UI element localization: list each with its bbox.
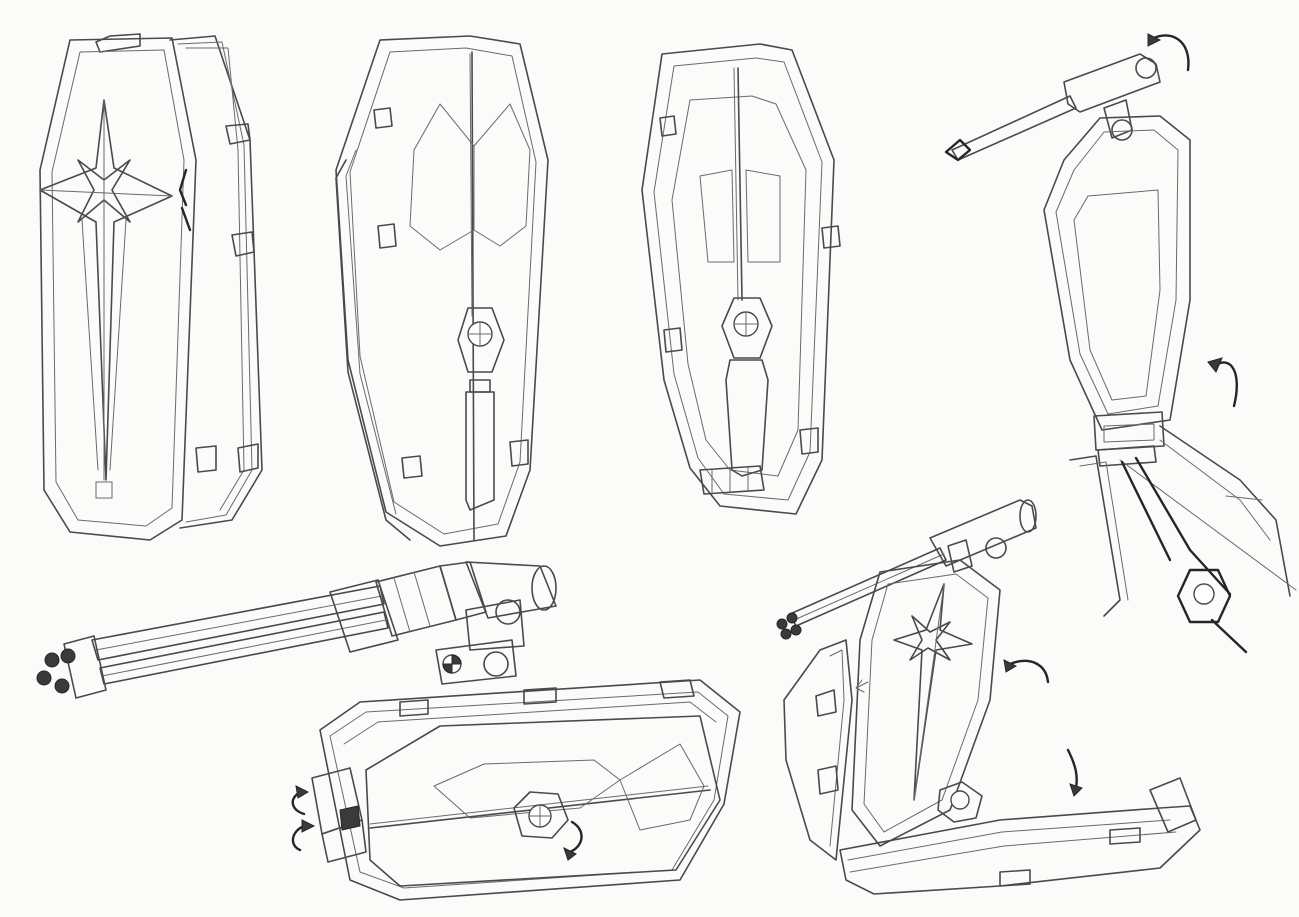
lock-plate-icon [457,307,505,511]
barrel-cluster-icon [36,635,107,699]
rotate-arrow-icon [1207,357,1238,408]
mount-cross-icon [442,654,462,674]
coffin-open-interior-view [641,43,841,515]
lock-plate-icon [513,791,569,839]
coffin-lid-raised-with-cannon [944,33,1297,654]
star-emblem-icon [893,583,973,801]
coffin-front-view-star-lid [39,33,263,541]
coffin-closed-angled-view [335,35,549,547]
rotate-arrow-icon [855,679,869,693]
rotate-arrow-icon [291,819,316,852]
star-emblem-icon [39,99,173,481]
lock-plate-icon [1176,568,1248,654]
gatling-cannon-turret [36,561,557,699]
rotate-arrow-icon [563,820,583,861]
lock-plate-icon [937,781,983,823]
coffin-horizontal-closed-view [291,679,741,901]
rotate-arrow-icon [291,785,310,816]
lock-plate-icon [721,297,773,477]
rotate-arrow-icon [1066,748,1083,797]
rotate-arrow-icon [1003,659,1050,684]
coffin-deployed-firing-mode [776,499,1201,895]
rotate-arrow-icon [1147,33,1190,72]
barrel-cluster-icon [776,612,802,640]
